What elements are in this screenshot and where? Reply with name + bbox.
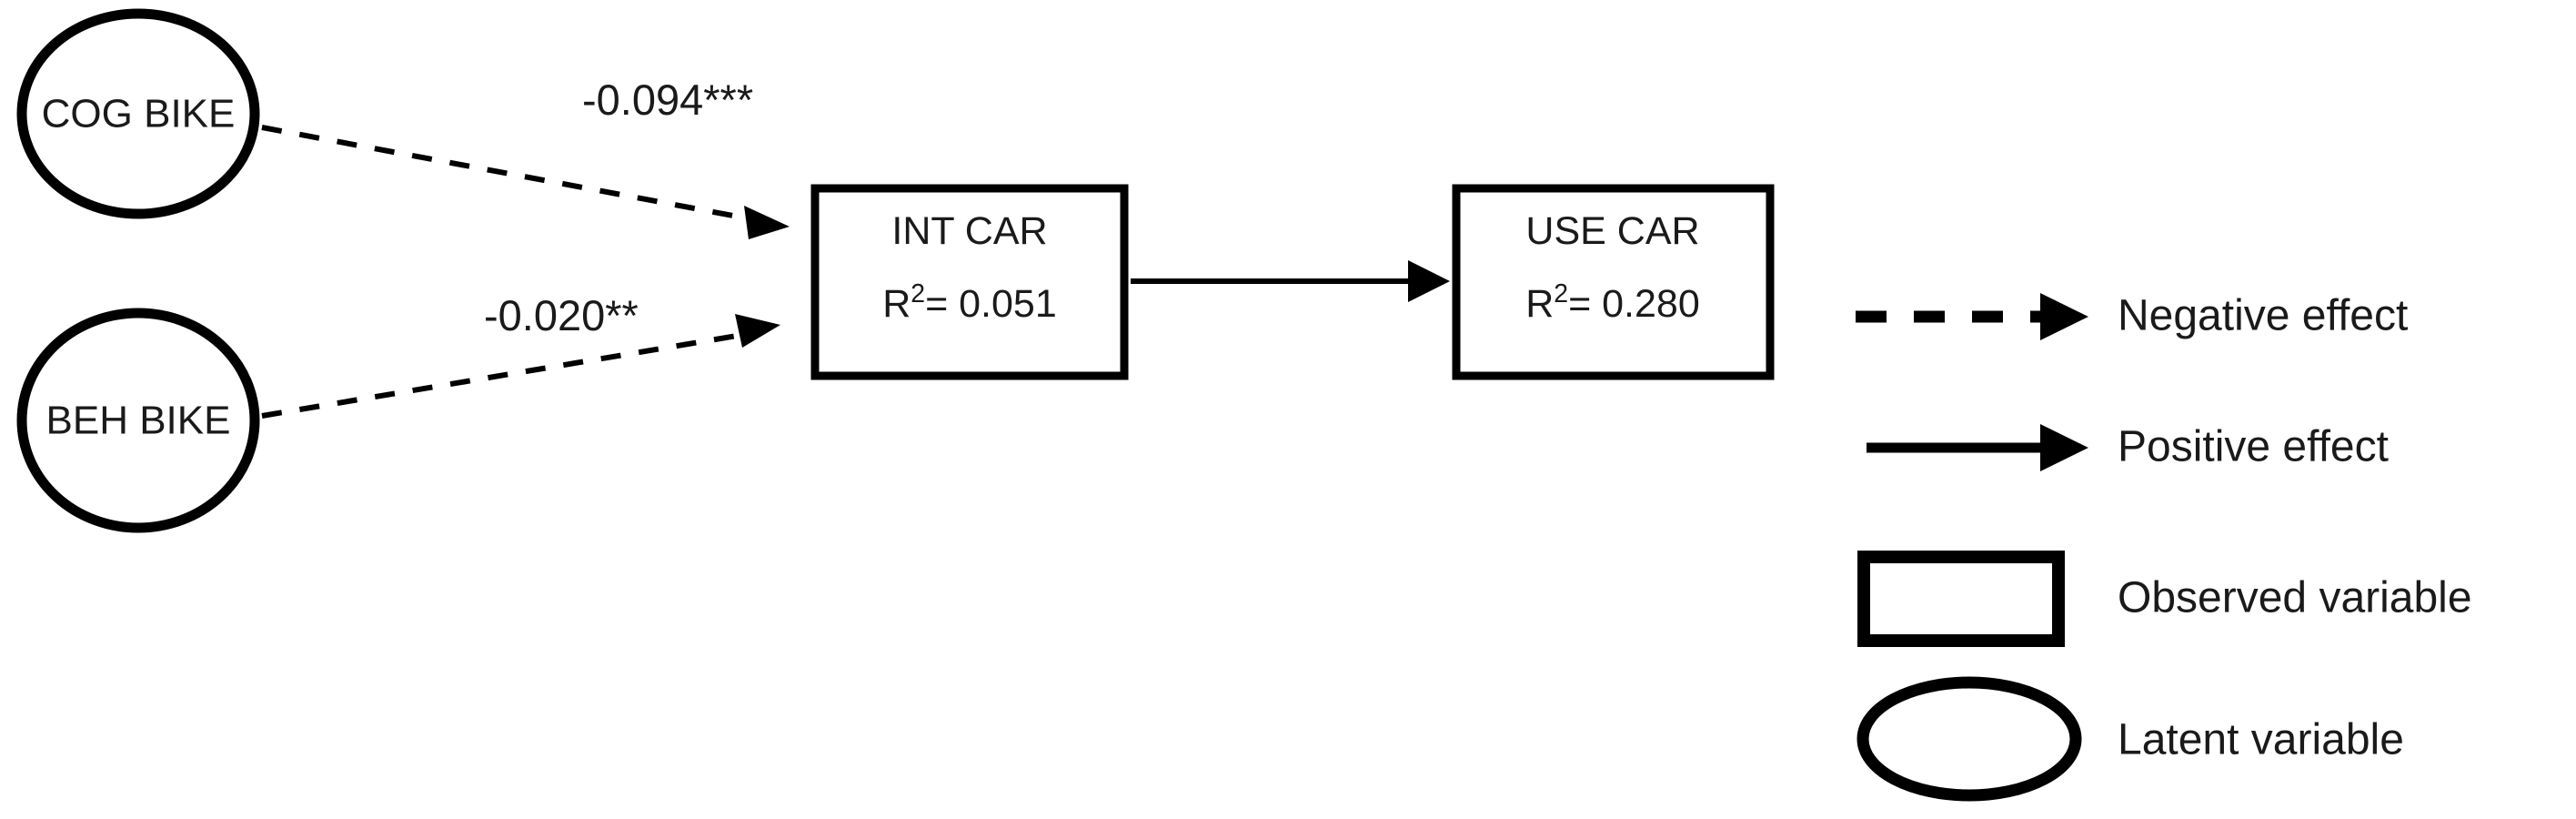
legend-item-observed-variable: Observed variable [1857, 551, 2472, 647]
rectangle-icon [1857, 551, 2065, 647]
beh-bike-ellipse[interactable] [16, 308, 260, 533]
beh-bike-label: BEH BIKE [46, 399, 231, 443]
cog-bike-ellipse[interactable] [16, 8, 260, 219]
node-cog-bike[interactable]: COG BIKE [16, 8, 260, 219]
legend-item-positive-effect: Positive effect [1867, 423, 2389, 471]
legend-item-negative-effect: Negative effect [1856, 292, 2408, 340]
legend-label-latent-variable: Latent variable [2118, 716, 2404, 764]
legend: Negative effect Positive effect Observed… [1856, 292, 2472, 802]
coefficient-beh-to-int: -0.020** [484, 291, 639, 339]
path-int-to-use [1131, 260, 1450, 302]
path-beh-to-int-arrowhead [735, 314, 780, 348]
cog-bike-label: COG BIKE [42, 92, 236, 136]
int-car-r2-prefix: R [882, 282, 911, 326]
node-int-car[interactable]: INT CAR R2= 0.051 [810, 184, 1129, 380]
use-car-r2-value: = 0.280 [1568, 282, 1700, 326]
path-cog-to-int-line [261, 125, 763, 224]
use-car-rect[interactable] [1452, 184, 1775, 380]
node-beh-bike[interactable]: BEH BIKE [16, 308, 260, 533]
int-car-r2-exponent: 2 [911, 279, 925, 308]
use-car-r2: R2= 0.280 [1525, 279, 1700, 326]
use-car-r2-prefix: R [1525, 282, 1554, 326]
path-beh-to-int-line [261, 331, 749, 419]
legend-label-positive-effect: Positive effect [2118, 423, 2389, 471]
legend-item-latent-variable: Latent variable [1857, 676, 2404, 802]
path-int-to-use-arrowhead [1408, 260, 1450, 302]
solid-arrowhead-icon [2040, 424, 2088, 471]
use-car-r2-exponent: 2 [1554, 279, 1568, 308]
dashed-arrowhead-icon [2040, 293, 2088, 340]
legend-label-observed-variable: Observed variable [2118, 574, 2472, 622]
legend-label-negative-effect: Negative effect [2118, 292, 2408, 340]
use-car-label: USE CAR [1525, 209, 1699, 253]
coefficient-cog-to-int: -0.094*** [582, 76, 753, 124]
int-car-r2: R2= 0.051 [882, 279, 1057, 326]
node-use-car[interactable]: USE CAR R2= 0.280 [1452, 184, 1775, 380]
path-cog-to-int [261, 125, 790, 239]
int-car-label: INT CAR [891, 209, 1047, 253]
ellipse-icon [1857, 676, 2082, 802]
path-cog-to-int-arrowhead [744, 206, 790, 239]
int-car-r2-value: = 0.051 [925, 282, 1057, 326]
int-car-rect[interactable] [810, 184, 1129, 380]
path-beh-to-int [261, 314, 780, 419]
